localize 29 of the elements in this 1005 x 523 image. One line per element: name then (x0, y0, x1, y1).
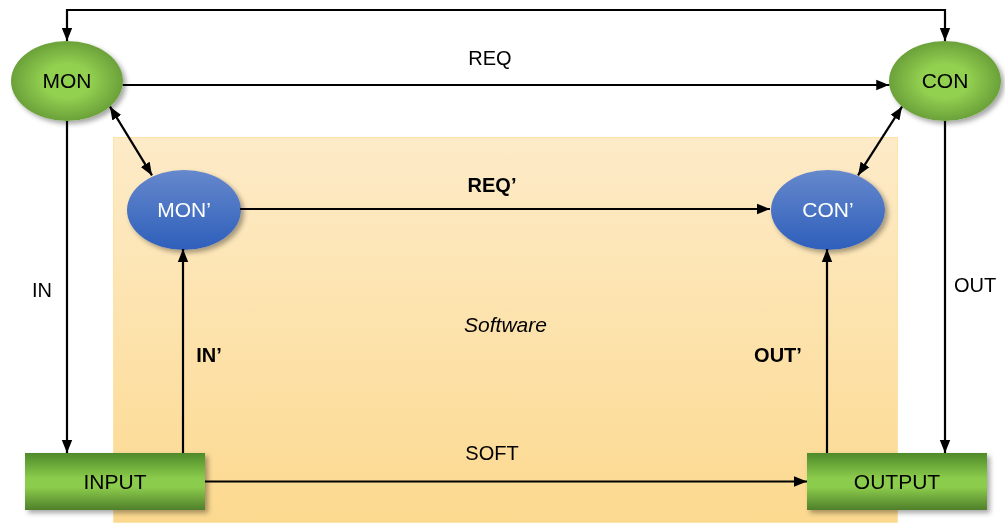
node-label: INPUT (83, 469, 147, 494)
ellipse-node (771, 170, 885, 250)
process-box (25, 453, 205, 510)
arrow (240, 203, 770, 215)
ellipse-node (127, 170, 241, 250)
process-box (807, 453, 987, 510)
edge-label: SOFT (465, 441, 519, 465)
region-label: Software (464, 313, 547, 337)
node-label: CON’ (802, 198, 854, 222)
edge-label: IN (32, 278, 52, 302)
arrow (122, 79, 890, 91)
arrow (109, 106, 153, 176)
node-label: OUTPUT (853, 469, 941, 494)
arrow (821, 249, 833, 453)
arrow (61, 8, 951, 41)
edge-label: OUT (953, 273, 997, 297)
arrow (939, 121, 951, 453)
arrow (857, 106, 903, 177)
edge-label: REQ’ (467, 173, 517, 197)
arrow (61, 121, 73, 453)
edge-label: IN’ (196, 343, 222, 367)
edge-label: REQ (468, 46, 512, 70)
node-label: MON (42, 69, 92, 93)
node-label: CON (921, 69, 969, 93)
node-label: MON’ (157, 198, 211, 222)
arrow (177, 249, 189, 453)
arrow (205, 476, 807, 487)
edge-label: OUT’ (754, 343, 802, 367)
ellipse-node (889, 41, 1001, 121)
